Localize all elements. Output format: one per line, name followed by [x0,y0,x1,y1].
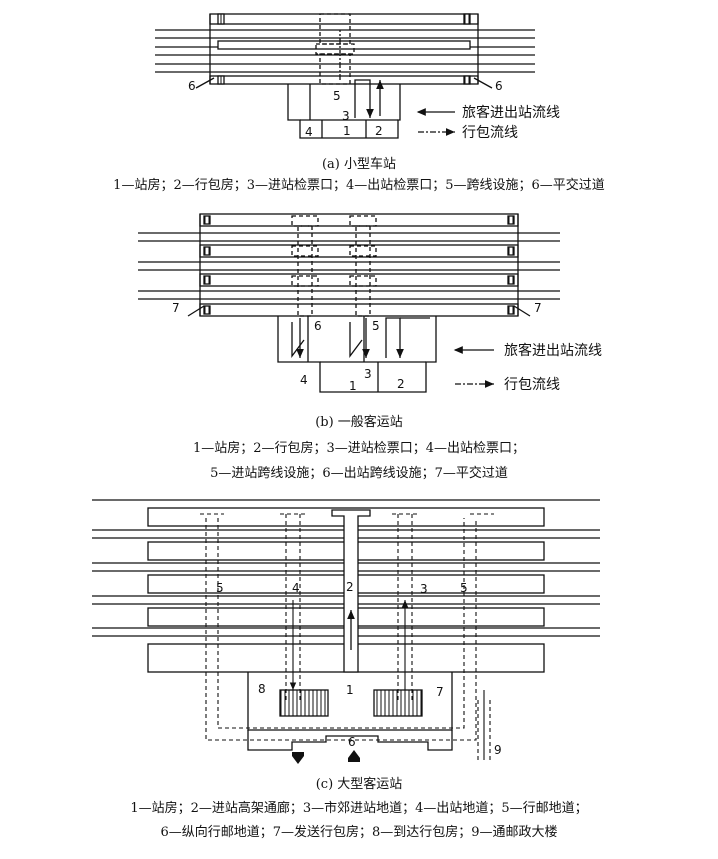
label-c-4: 4 [292,581,300,595]
label-c-9: 9 [494,743,502,757]
legend-a: 1—站房；2—行包房；3—进站检票口；4—出站检票口；5—跨线设施；6—平交过道 [113,177,605,193]
caption-c: (c) 大型客运站 [316,776,403,792]
label-b-2: 2 [397,377,405,391]
exit-arrow-icon [292,752,304,764]
label-c-7: 7 [436,685,444,699]
label-c-5-right: 5 [460,581,468,595]
label-c-1: 1 [346,683,354,697]
label-b-3: 3 [364,367,372,381]
legend-a-passenger: 旅客进出站流线 [462,104,560,121]
entry-arrow-icon [348,750,360,762]
label-a-5: 5 [333,89,341,103]
legend-a-baggage: 行包流线 [462,125,518,141]
label-a-1: 1 [343,124,351,138]
legend-c-line1: 1—站房；2—进站高架通廊；3—市郊进站地道；4—出站地道；5—行邮地道； [130,800,587,816]
label-c-6: 6 [348,735,356,749]
label-b-6: 6 [314,319,322,333]
label-b-7-left: 7 [172,301,180,315]
diagram-a [155,13,535,139]
legend-b-line2: 5—进站跨线设施；6—出站跨线设施；7—平交过道 [210,465,508,481]
label-b-1: 1 [349,379,357,393]
label-c-5-left: 5 [216,581,224,595]
label-c-3: 3 [420,582,428,596]
diagram-c-passages [200,513,494,760]
label-a-3: 3 [342,109,350,123]
legend-c-line2: 6—纵向行邮地道；7—发送行包房；8—到达行包房；9—通邮政大楼 [160,824,557,840]
label-a-6-left: 6 [188,79,196,93]
legend-b-passenger: 旅客进出站流线 [504,342,602,359]
label-a-2: 2 [375,124,383,138]
diagram-b [138,213,560,393]
legend-b-baggage: 行包流线 [504,377,560,393]
caption-b: (b) 一般客运站 [315,414,403,430]
label-b-7-right: 7 [534,301,542,315]
label-a-6-right: 6 [495,79,503,93]
diagram-c [92,499,600,751]
label-b-4: 4 [300,373,308,387]
label-b-5: 5 [372,319,380,333]
label-c-2: 2 [346,580,354,594]
caption-a: (a) 小型车站 [322,156,396,172]
label-c-8: 8 [258,682,266,696]
legend-b-line1: 1—站房；2—行包房；3—进站检票口；4—出站检票口； [193,440,525,456]
label-a-4: 4 [305,125,313,139]
